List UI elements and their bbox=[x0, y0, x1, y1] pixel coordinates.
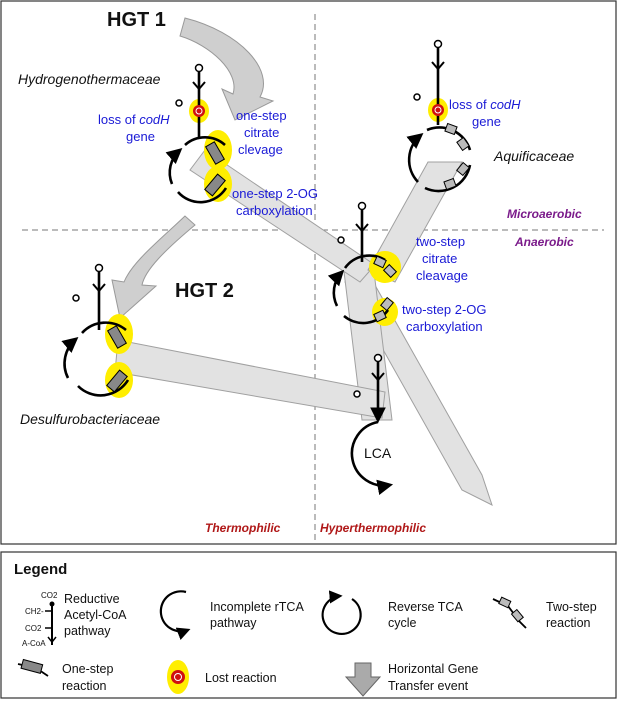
lost-reaction-icon bbox=[432, 104, 444, 116]
aquificaceae-cycle bbox=[406, 39, 472, 193]
zone-hyperthermophilic: Hyperthermophilic bbox=[320, 521, 426, 535]
two-step-reaction bbox=[456, 161, 470, 177]
legend-two-step-2: reaction bbox=[546, 616, 591, 630]
two-step-reaction bbox=[443, 177, 457, 191]
legend-two-step-icon bbox=[492, 596, 527, 629]
annotation-two-step-citrate-2: citrate bbox=[422, 251, 457, 266]
legend-incomplete-rtca-2: pathway bbox=[210, 616, 257, 630]
legend-title: Legend bbox=[14, 561, 67, 578]
lca-cycle bbox=[350, 353, 394, 495]
two-step-reaction bbox=[382, 263, 398, 279]
legend-incomplete-rtca-icon bbox=[159, 590, 191, 640]
legend-mini-co2-left: CO2 bbox=[25, 624, 42, 633]
two-step-reaction bbox=[380, 296, 394, 312]
legend-reductive-2: Acetyl-CoA bbox=[64, 608, 127, 622]
zone-thermophilic: Thermophilic bbox=[205, 521, 281, 535]
ancestral-cycle bbox=[327, 201, 401, 326]
legend-hgt-icon bbox=[344, 662, 382, 697]
one-step-reaction bbox=[204, 141, 226, 165]
annotation-one-step-citrate-1: one-step bbox=[236, 108, 287, 123]
annotation-two-step-citrate-3: cleavage bbox=[416, 268, 468, 283]
desulfurobacteriaceae-cycle bbox=[61, 263, 133, 398]
hgt1-label: HGT 1 bbox=[107, 9, 166, 31]
two-step-reaction bbox=[373, 255, 387, 269]
legend-reverse-tca-2: cycle bbox=[388, 616, 417, 630]
legend-one-step-2: reaction bbox=[62, 679, 107, 693]
annotation-two-step-citrate-1: two-step bbox=[416, 234, 465, 249]
legend-mini-co2-top: CO2 bbox=[41, 591, 58, 600]
annotation-two-step-2og-1: two-step 2-OG bbox=[402, 302, 487, 317]
zone-anaerobic: Anaerobic bbox=[514, 235, 574, 249]
hgt2-label: HGT 2 bbox=[175, 280, 234, 302]
hgt1-arrow bbox=[179, 17, 275, 121]
legend-incomplete-rtca-1: Incomplete rTCA bbox=[210, 600, 304, 614]
two-step-reaction bbox=[444, 122, 458, 136]
legend-reverse-tca-1: Reverse TCA bbox=[388, 600, 463, 614]
two-step-reaction bbox=[456, 136, 470, 152]
legend-one-step-icon bbox=[17, 658, 49, 677]
taxon-lca: LCA bbox=[364, 445, 392, 461]
legend-one-step-1: One-step bbox=[62, 662, 113, 676]
annotation-loss-codh-aquif: loss of codH bbox=[449, 97, 521, 112]
legend-reverse-tca-icon bbox=[321, 590, 362, 635]
annotation-gene: gene bbox=[126, 129, 155, 144]
diagram-frame bbox=[0, 0, 617, 545]
annotation-one-step-2og-2: carboxylation bbox=[236, 203, 313, 218]
legend-lost-reaction-icon bbox=[167, 660, 189, 694]
taxon-hydrogenothermaceae: Hydrogenothermaceae bbox=[18, 71, 161, 87]
legend-two-step-1: Two-step bbox=[546, 600, 597, 614]
legend-reductive-1: Reductive bbox=[64, 592, 120, 606]
annotation-gene-aquif: gene bbox=[472, 114, 501, 129]
lost-reaction-icon bbox=[193, 105, 205, 117]
two-step-reaction bbox=[373, 309, 387, 323]
tree-branch-desulfurobacteriaceae bbox=[114, 339, 386, 419]
taxon-desulfurobacteriaceae: Desulfurobacteriaceae bbox=[20, 411, 160, 427]
annotation-one-step-citrate-3: clevage bbox=[238, 142, 283, 157]
legend-mini-ch2: CH2- bbox=[25, 607, 44, 616]
hgt2-arrow bbox=[111, 215, 196, 319]
zone-microaerobic: Microaerobic bbox=[507, 207, 582, 221]
one-step-reaction bbox=[106, 325, 128, 349]
taxon-aquificaceae: Aquificaceae bbox=[493, 148, 574, 164]
legend-hgt-2: Transfer event bbox=[388, 679, 469, 693]
legend-reductive-acetyl-icon bbox=[45, 601, 57, 645]
annotation-one-step-citrate-2: citrate bbox=[244, 125, 279, 140]
one-step-reaction bbox=[106, 369, 128, 393]
tree-branch-hydrogenothermaceae bbox=[189, 149, 376, 283]
legend-hgt-1: Horizontal Gene bbox=[388, 662, 478, 676]
hydrogenothermaceae-cycle bbox=[165, 63, 232, 204]
annotation-loss-codh: loss of codH bbox=[98, 112, 170, 127]
legend-mini-acoa: A-CoA bbox=[22, 639, 46, 648]
annotation-one-step-2og-1: one-step 2-OG bbox=[232, 186, 318, 201]
legend-lost-reaction: Lost reaction bbox=[205, 671, 277, 685]
legend-frame bbox=[0, 551, 617, 699]
legend: Legend CO2 CH2- CO2 A-CoA Reductive Acet… bbox=[14, 561, 597, 697]
annotation-two-step-2og-2: carboxylation bbox=[406, 319, 483, 334]
legend-reductive-3: pathway bbox=[64, 624, 111, 638]
one-step-reaction bbox=[204, 173, 226, 197]
